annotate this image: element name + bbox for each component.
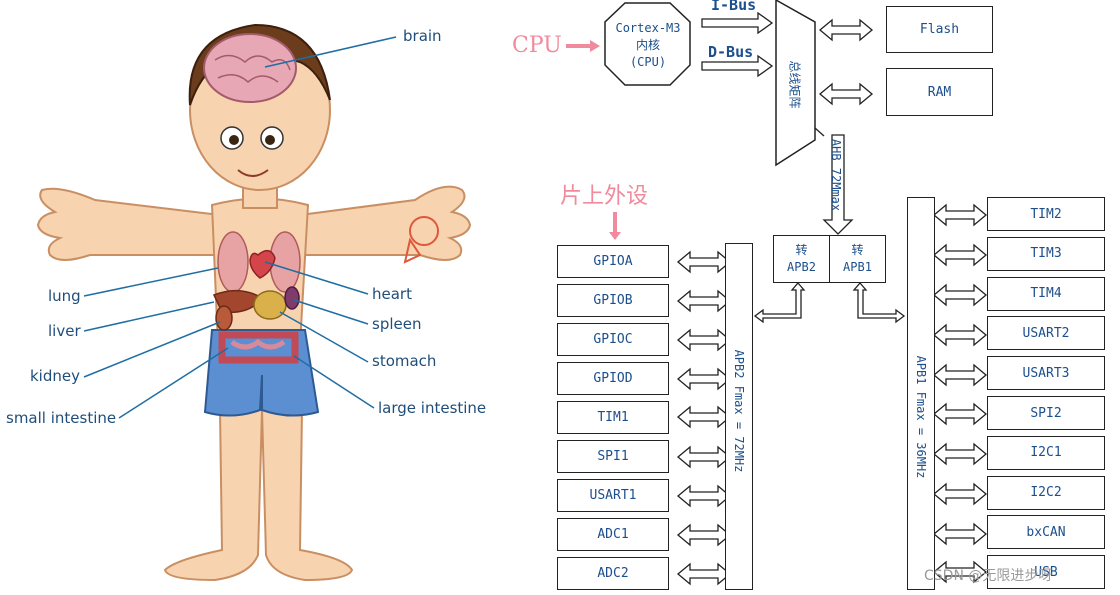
bridge-apb2-arrow [753,282,806,324]
bus-matrix-label: 总线矩阵 [787,60,802,109]
shorts [203,329,320,417]
apb1-peripheral-i2c1: I2C1 [987,435,1105,470]
bridge-apb1-line-1: 转 [851,243,864,257]
ahb-label: AHB 72Mmax [829,138,843,212]
bridge-apb1-arrow [852,282,906,324]
cpu-octagon [604,2,691,86]
cpu-annotation: CPU [512,33,562,58]
anatomy-illustration [36,23,472,582]
spleen-organ [284,286,300,310]
apb1-peripheral-spi2: SPI2 [987,396,1105,430]
left-leg [163,409,264,582]
kidney-organ [215,305,233,331]
left-arm [36,187,221,261]
bridge-apb1-block: 转 APB1 [829,235,886,283]
label-small-intestine: small intestine [6,409,117,427]
label-liver: liver [48,322,81,340]
apb2-peripheral-gpiod: GPIOD [557,362,669,395]
heart-organ [249,249,276,279]
ibus-label: I-Bus [711,0,757,14]
bridge-apb1-line-2: APB1 [843,260,872,274]
flash-block: Flash [886,6,993,53]
leader-lines [83,36,397,419]
hand-marker [409,216,439,246]
apb2-peripheral-usart1: USART1 [557,479,669,512]
label-lung: lung [48,287,81,305]
apb2-peripheral-gpioa: GPIOA [557,245,669,278]
label-stomach: stomach [372,352,437,370]
ahb-arrow [822,134,854,235]
apb1-peripheral-bxcan: bxCAN [987,515,1105,550]
apb2-peripheral-spi1: SPI1 [557,440,669,473]
apb2-peripheral-gpioc: GPIOC [557,323,669,356]
apb2-peripheral-adc2: ADC2 [557,557,669,590]
cpu-line-2: 内核 [635,38,660,52]
apb1-peripheral-usart2: USART2 [987,316,1105,351]
label-kidney: kidney [30,367,80,385]
apb1-peripheral-tim4: TIM4 [987,276,1105,311]
apb1-peripheral-usart3: USART3 [987,356,1105,391]
apb1-bus [907,197,935,590]
cpu-block: Cortex-M3 内核 (CPU) [606,20,690,71]
dbus-label: D-Bus [708,43,754,61]
apb1-peripheral-i2c2: I2C2 [987,475,1105,510]
apb2-peripheral-tim1: TIM1 [557,401,669,434]
right-arm [299,185,472,261]
apb1-peripheral-tim2: TIM2 [987,197,1105,231]
cpu-line-1: Cortex-M3 [615,21,681,35]
watermark: CSDN @无限进步呀 [924,568,1053,584]
ram-block: RAM [886,68,993,116]
small-intestine-organ [230,338,286,350]
bridge-apb2-line-2: APB2 [787,260,816,274]
bridge-apb2-line-1: 转 [795,243,808,257]
apb2-peripheral-gpiob: GPIOB [557,284,669,317]
bus-matrix-shape [775,0,816,167]
apb2-bus-label: APB2 Fmax = 72MHz [732,349,746,473]
right-leg [260,409,354,582]
cpu-line-3: (CPU) [629,55,667,69]
brain-organ [203,33,297,103]
label-large-intestine: large intestine [378,399,487,417]
apb1-bus-label: APB1 Fmax = 36MHz [914,355,928,479]
apb1-peripheral-tim3: TIM3 [987,236,1105,271]
label-heart: heart [372,285,412,303]
apb1-peripheral-usb: USB [987,555,1105,590]
label-spleen: spleen [372,315,422,333]
apb2-bus [725,243,753,590]
bridge-apb2-block: 转 APB2 [773,235,830,283]
apb2-peripheral-adc1: ADC1 [557,518,669,551]
peripheral-annotation: 片上外设 [560,184,649,209]
label-brain: brain [403,27,442,45]
